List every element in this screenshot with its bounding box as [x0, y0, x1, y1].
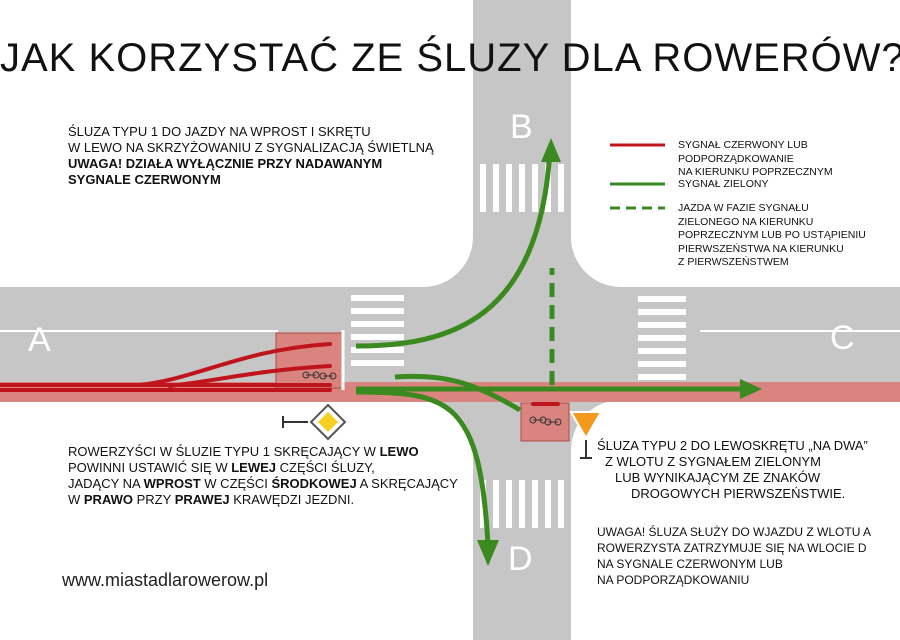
legend-dashed-line-2: ZIELONEGO NA KIERUNKU [678, 215, 814, 228]
text-span: KRAWĘDZI JEZDNI. [229, 492, 355, 507]
arrow-east [740, 379, 762, 399]
green-signal-paths [355, 149, 745, 546]
legend-red-line-3: NA KIERUNKU POPRZECZNYM [678, 166, 833, 178]
note-type-2-line-2: Z WLOTU Z SYGNAŁEM ZIELONYM [605, 454, 821, 469]
note-warning-line-3: NA SYGNALE CZERWONYM LUB [597, 557, 783, 571]
legend-green-line-1: SYGNAŁ ZIELONY [678, 178, 769, 190]
note-cyclists-line-4: W PRAWO PRZY PRAWEJ KRAWĘDZI JEZDNI. [68, 492, 458, 508]
note-cyclists-line-3: JADĄCY NA WPROST W CZĘŚCI ŚRODKOWEJ A SK… [68, 476, 458, 492]
legend-dashed-line-5: Z PIERWSZEŃSTWEM [678, 256, 789, 268]
text-span: POWINNI USTAWIĆ SIĘ W [68, 460, 232, 475]
bicycle-icon-2 [319, 372, 337, 380]
note-type-1-warning: UWAGA! DZIAŁA WYŁĄCZNIE PRZY NADAWANYM [68, 156, 383, 171]
yield-sign-icon [569, 411, 603, 459]
legend-dashed-line-3: POPRZECZNYM LUB PO USTĄPIENIU [678, 229, 866, 241]
page-title: JAK KORZYSTAĆ ZE ŚLUZY DLA ROWERÓW? [0, 36, 900, 80]
corner-top-right [571, 237, 621, 287]
note-warning: UWAGA! ŚLUZA SŁUŻY DO WJAZDU Z WLOTU A R… [597, 524, 871, 588]
red-signal-paths [0, 342, 560, 406]
text-bold: LEWEJ [231, 460, 277, 475]
note-type-2-line-4: DROGOWYCH PIERWSZEŃSTWIE. [631, 486, 846, 501]
note-cyclists: ROWERZYŚCI W ŚLUZIE TYPU 1 SKRĘCAJĄCY W … [68, 444, 458, 508]
note-type-2-line-1: ŚLUZA TYPU 2 DO LEWOSKRĘTU „NA DWA” [597, 438, 868, 453]
text-bold: PRAWEJ [174, 492, 230, 507]
text-span: A SKRĘCAJĄCY [356, 476, 458, 491]
priority-road-sign-icon [282, 403, 347, 441]
note-cyclists-line-2: POWINNI USTAWIĆ SIĘ W LEWEJ CZĘŚCI ŚLUZY… [68, 460, 458, 476]
legend-dashed-line-4: PIERWSZEŃSTWA NA KIERUNKU [678, 242, 844, 255]
note-type-1: ŚLUZA TYPU 1 DO JAZDY NA WPROST I SKRĘTU… [68, 124, 434, 188]
note-warning-line-2: ROWERZYSTA ZATRZYMUJE SIĘ NA WLOCIE D [597, 541, 867, 555]
legend-red-line-1: SYGNAŁ CZERWONY LUB [678, 139, 808, 151]
text-span: CZĘŚCI ŚLUZY, [276, 460, 375, 475]
note-warning-line-1: UWAGA! ŚLUZA SŁUŻY DO WJAZDU Z WLOTU A [597, 525, 872, 539]
legend-red-line-2: PODPORZĄDKOWANIE [678, 152, 794, 165]
bike-box-type-1 [275, 332, 343, 389]
note-type-1-line: ŚLUZA TYPU 1 DO JAZDY NA WPROST I SKRĘTU [68, 124, 371, 139]
corner-bottom-left [423, 400, 473, 450]
text-bold: ŚRODKOWEJ [271, 476, 357, 491]
note-type-1-warning: SYGNALE CZERWONYM [68, 172, 221, 187]
text-span: PRZY [133, 492, 175, 507]
website-link[interactable]: www.miastadlarowerow.pl [62, 570, 269, 590]
arrow-north [541, 138, 561, 162]
note-cyclists-line-1: ROWERZYŚCI W ŚLUZIE TYPU 1 SKRĘCAJĄCY W … [68, 444, 458, 460]
note-type-1-line: W LEWO NA SKRZYŻOWANIU Z SYGNALIZACJĄ ŚW… [68, 140, 434, 155]
legend-green-label: SYGNAŁ ZIELONY [678, 178, 768, 192]
crosswalk-east [638, 296, 686, 380]
direction-label-a: A [28, 321, 51, 359]
arrow-south [477, 540, 499, 566]
bicycle-icon-4 [544, 418, 562, 426]
text-bold: PRAWO [83, 492, 134, 507]
text-bold: WPROST [143, 476, 201, 491]
text-span: ROWERZYŚCI W ŚLUZIE TYPU 1 SKRĘCAJĄCY W [68, 444, 380, 459]
text-bold: LEWO [379, 444, 419, 459]
direction-label-b: B [510, 108, 533, 146]
legend-dashed-label: JAZDA W FAZIE SYGNAŁU ZIELONEGO NA KIERU… [678, 202, 866, 270]
crosswalk-west [351, 295, 404, 366]
text-span: JADĄCY NA [68, 476, 144, 491]
legend-red-label: SYGNAŁ CZERWONY LUB PODPORZĄDKOWANIE NA … [678, 139, 833, 180]
legend-dashed-line-1: JAZDA W FAZIE SYGNAŁU [678, 202, 809, 214]
bicycle-icon-1 [302, 371, 320, 379]
text-span: W CZĘŚCI [200, 476, 272, 491]
note-warning-line-4: NA PODPORZĄDKOWANIU [597, 573, 750, 587]
direction-label-d: D [508, 540, 533, 578]
corner-top-left [423, 237, 473, 287]
text-span: W [68, 492, 84, 507]
note-type-2: ŚLUZA TYPU 2 DO LEWOSKRĘTU „NA DWA” Z WL… [597, 438, 868, 502]
direction-label-c: C [830, 319, 855, 357]
note-type-2-line-3: LUB WYNIKAJĄCYM ZE ZNAKÓW [615, 470, 821, 485]
